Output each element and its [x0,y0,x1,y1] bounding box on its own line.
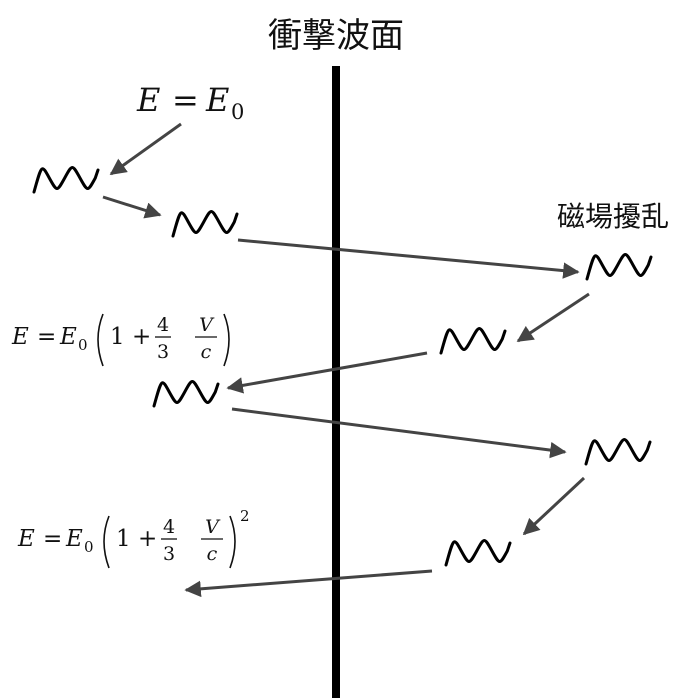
svg-text:+: + [138,526,157,552]
svg-text:0: 0 [231,100,244,124]
arrow-disturbance-to-wave-4 [516,292,590,343]
energy-label-two-cycles: E = E 0 1 + 4 3 V c 2 [17,507,250,569]
svg-text:=: = [43,526,62,552]
arrow-label-to-wave-1 [109,122,182,176]
svg-text:0: 0 [84,538,94,556]
svg-text:E: E [17,526,35,552]
arrow-wave-6-to-wave-7 [522,476,586,536]
svg-text:2: 2 [240,507,250,525]
svg-text:=: = [172,81,199,119]
wave-packet-5 [152,380,220,408]
svg-text:4: 4 [163,516,175,538]
wave-packet-4 [439,327,507,355]
svg-text:3: 3 [157,341,169,363]
svg-text:3: 3 [163,543,175,565]
wave-packet-3 [585,253,653,281]
svg-text:1: 1 [116,526,131,552]
arrow-wave-5-to-wave-6 [231,407,567,459]
energy-label-initial: E = E 0 [136,81,244,124]
svg-text:V: V [199,314,215,336]
arrow-wave-1-to-wave-2 [102,195,162,219]
magnetic-disturbance-label: 磁場擾乱 [557,200,669,233]
svg-text:c: c [207,543,218,565]
energy-label-one-cycle: E = E 0 1 + 4 3 V c [11,313,230,367]
svg-text:4: 4 [157,314,169,336]
svg-text:c: c [201,341,212,363]
svg-text:V: V [205,516,221,538]
svg-text:E: E [11,324,29,350]
wave-packet-2 [171,210,239,238]
svg-text:E: E [65,526,83,552]
svg-text:+: + [132,324,151,350]
svg-text:0: 0 [78,336,88,354]
svg-text:=: = [37,324,56,350]
svg-text:1: 1 [110,324,125,350]
arrow-wave-7-to-final [184,569,433,598]
svg-text:E: E [205,81,229,119]
shock-front-label: 衝撃波面 [268,16,404,56]
wave-packet-1 [32,166,100,194]
wave-packet-6 [584,438,652,466]
svg-text:E: E [59,324,77,350]
svg-text:E: E [136,81,160,119]
arrow-wave-4-to-wave-5 [226,351,428,394]
arrow-wave-2-to-disturbance [237,238,580,279]
wave-packet-7 [444,539,512,567]
